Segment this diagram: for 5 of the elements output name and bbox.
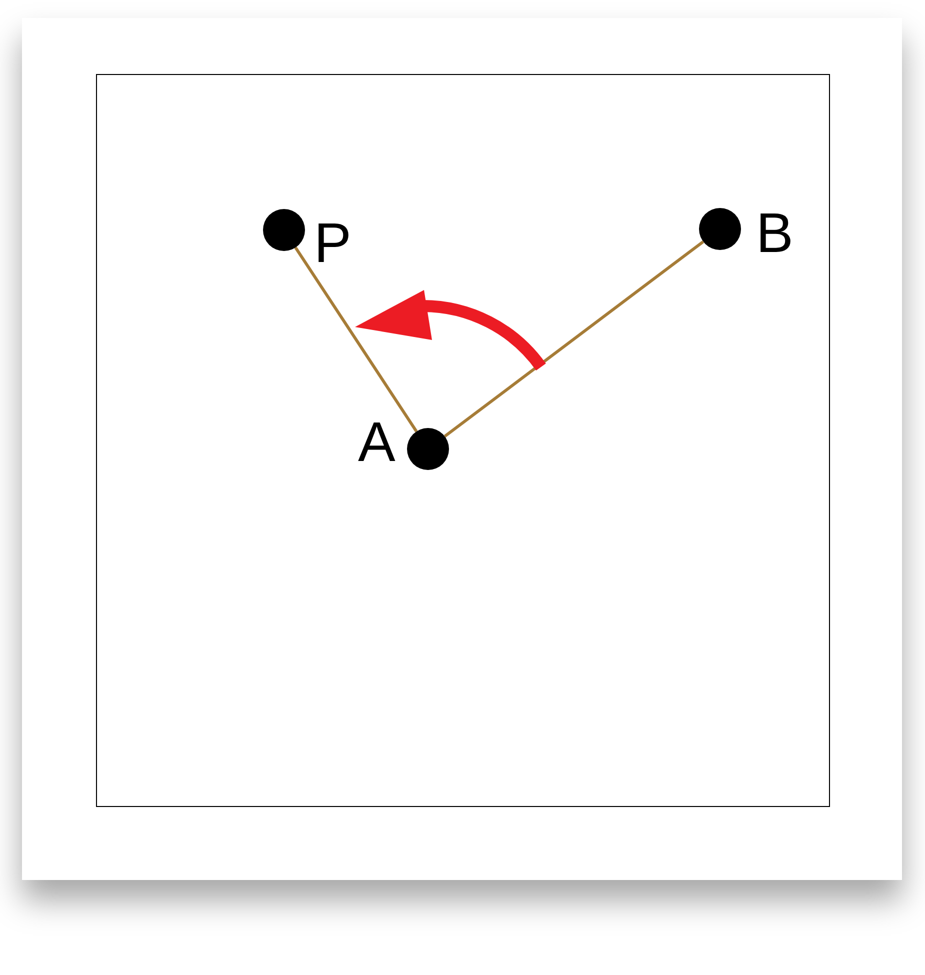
point-label: P [314, 215, 352, 271]
point-label: B [756, 205, 794, 261]
point-label: A [358, 414, 396, 470]
connector-line [294, 246, 418, 432]
connector-line [444, 240, 704, 438]
